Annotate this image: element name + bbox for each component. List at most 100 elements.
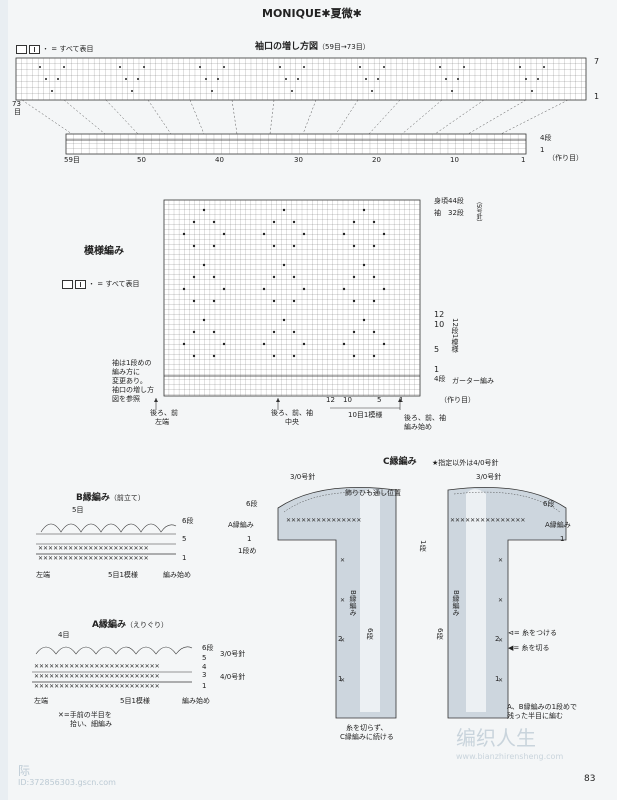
pattern-right-pattern: 12段1模様 [451, 318, 459, 353]
pattern-knot-mark [212, 275, 216, 279]
c-edge-left-1: 1 [247, 535, 252, 543]
a-edge-note-2: 拾い、細編み [70, 720, 112, 728]
pattern-knot-mark [272, 354, 276, 358]
pattern-knot-mark [262, 342, 266, 346]
page [8, 0, 617, 800]
b-edge-chart: ✕✕✕✕✕✕✕✕✕✕✕✕✕✕✕✕✕✕✕✕✕✕ ✕✕✕✕✕✕✕✕✕✕✕✕✕✕✕✕✕… [36, 523, 177, 562]
pattern-knot-mark [202, 318, 206, 322]
pattern-knot-mark [292, 354, 296, 358]
pattern-knot-mark [182, 232, 186, 236]
svg-text:✕: ✕ [340, 597, 345, 604]
pattern-right-bracket: （5号針） [475, 198, 482, 226]
sleeve-lower-grid [65, 133, 527, 155]
svg-text:✕✕✕✕✕✕✕✕✕✕✕✕✕✕✕✕✕✕✕✕✕✕✕✕✕: ✕✕✕✕✕✕✕✕✕✕✕✕✕✕✕✕✕✕✕✕✕✕✕✕✕ [34, 683, 160, 690]
pattern-knot-mark [372, 354, 376, 358]
sleeve-right-1: 1 [540, 146, 545, 154]
sleeve-knot-mark [279, 66, 281, 68]
pattern-knot-mark [352, 354, 356, 358]
pattern-knot-mark [212, 354, 216, 358]
pattern-right-body: 身頃44段 [434, 197, 464, 205]
sleeve-knot-mark [291, 90, 293, 92]
pattern-knot-mark [302, 287, 306, 291]
pattern-knot-mark [272, 299, 276, 303]
svg-text:✕: ✕ [498, 557, 503, 564]
sleeve-knot-mark [285, 78, 287, 80]
pattern-knot-mark [282, 263, 286, 267]
pattern-knot-mark [372, 244, 376, 248]
pattern-right-12: 12 [434, 310, 445, 319]
pattern-knot-mark [352, 330, 356, 334]
sleeve-knot-mark [439, 66, 441, 68]
b-edge-left-end: 左端 [36, 571, 50, 579]
pattern-knot-mark [342, 342, 346, 346]
sleeve-knot-mark [51, 90, 53, 92]
knit-line-icon [29, 44, 40, 54]
sleeve-knot-mark [457, 78, 459, 80]
b-edge-row-5: 5 [182, 535, 187, 543]
sleeve-right-4: 4段 [540, 134, 552, 142]
pattern-right-5: 5 [434, 345, 440, 354]
sleeve-row-1: 1 [594, 92, 600, 101]
sleeve-knot-mark [223, 66, 225, 68]
sleeve-connector-line [401, 99, 443, 135]
sleeve-left-moku: 目 [14, 108, 21, 116]
c-edge-side-1l: 1 [338, 675, 343, 683]
b-edge-row-6: 6段 [182, 517, 194, 525]
pattern-knot-mark [192, 244, 196, 248]
sleeve-knot-mark [519, 66, 521, 68]
a-edge-start: 編み始め [182, 697, 210, 705]
sleeve-knot-mark [371, 90, 373, 92]
pattern-knot-mark [272, 330, 276, 334]
svg-text:✕: ✕ [498, 637, 503, 644]
c-edge-side-2l: 2 [338, 635, 343, 643]
pattern-knot-mark [202, 208, 206, 212]
c-edge-center-1: 1段 [419, 540, 427, 552]
sleeve-connector-line [63, 99, 106, 135]
sleeve-knot-mark [445, 78, 447, 80]
sleeve-connector-line [500, 99, 569, 135]
pattern-knot-mark [352, 244, 356, 248]
pattern-right-10: 10 [434, 320, 445, 329]
pattern-knot-mark [382, 232, 386, 236]
c-edge-legend-cut: ◀= 糸を切る [508, 644, 550, 652]
pattern-under-repeat: 10目1模様 [348, 411, 383, 419]
b-edge-repeat: 5目1模様 [108, 571, 138, 579]
pattern-knot-mark [202, 263, 206, 267]
sleeve-knot-mark [531, 90, 533, 92]
pattern-knot-mark [292, 275, 296, 279]
pattern-grid [163, 199, 421, 397]
c-edge-title: C縁編み [383, 457, 417, 467]
pattern-title: 模様編み [84, 246, 124, 257]
sleeve-knot-mark [45, 78, 47, 80]
c-edge-side-1r: 1 [495, 675, 500, 683]
sleeve-connector-line [189, 99, 205, 135]
sleeve-knot-mark [217, 78, 219, 80]
c-edge-left-1row: 1段め [238, 547, 257, 555]
pattern-under-left-2: 左端 [155, 418, 169, 426]
pattern-knot-mark [372, 330, 376, 334]
sleeve-connector-line [21, 99, 73, 135]
watermark-url: www.bianzhirensheng.com [456, 752, 564, 761]
c-edge-right-a: A縁編み [545, 521, 571, 529]
svg-text:✕: ✕ [498, 597, 503, 604]
a-edge-repeat: 5目1模様 [120, 697, 150, 705]
pattern-under-num-5: 5 [377, 396, 382, 404]
pattern-knot-mark [382, 342, 386, 346]
pattern-under-num-12: 12 [326, 396, 335, 404]
pattern-knot-mark [262, 287, 266, 291]
svg-text:✕: ✕ [340, 557, 345, 564]
sleeve-knot-mark [205, 78, 207, 80]
svg-text:✕✕✕✕✕✕✕✕✕✕✕✕✕✕✕: ✕✕✕✕✕✕✕✕✕✕✕✕✕✕✕ [286, 517, 361, 524]
pattern-under-right-1: 後ろ、前、袖 [404, 414, 446, 422]
svg-text:✕: ✕ [498, 677, 503, 684]
c-edge-left-6: 6段 [246, 500, 258, 508]
a-edge-needle-4: 4/0号針 [220, 673, 246, 681]
pattern-knot-mark [282, 208, 286, 212]
b-edge-row-1: 1 [182, 554, 187, 562]
c-edge-right-b: B縁編み [452, 590, 460, 616]
sleeve-connector-line [335, 99, 359, 135]
pattern-knot-mark [182, 342, 186, 346]
sleeve-connector-line [467, 99, 527, 135]
sleeve-knot-mark [543, 66, 545, 68]
c-edge-note-ab-2: 残った半目に編む [507, 712, 563, 720]
